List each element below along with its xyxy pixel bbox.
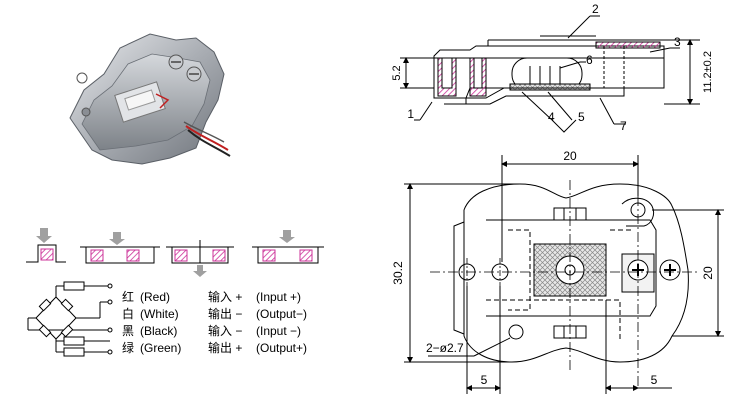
hole-callout: 2−ø2.7: [426, 341, 464, 355]
wire-red-color-cn: 红: [122, 289, 134, 304]
side-view: [400, 15, 700, 133]
wire-green-color-en: (Green): [140, 341, 181, 355]
wire-white-color-en: (White): [140, 307, 179, 321]
dim-width-20: 20: [563, 149, 577, 163]
wire-green-func-cn: 输出 +: [208, 340, 242, 355]
top-view-labels: 20 30.2 20 5 5 2−ø2.7: [391, 149, 715, 387]
sketch-3: [166, 240, 234, 277]
sketch-2: [80, 232, 160, 264]
bridge-circuit: [27, 281, 113, 357]
load-position-sketches: [26, 228, 324, 277]
wire-black-color-cn: 黑: [122, 324, 134, 338]
wire-green-color-cn: 绿: [122, 340, 134, 355]
callout-1: 1: [407, 107, 414, 121]
callout-3: 3: [674, 35, 681, 49]
dim-bottom-5-left: 5: [481, 373, 488, 387]
side-view-labels: 1 2 3 4 5 6 7 5.2 11.2±0.2: [391, 2, 714, 133]
dim-11-2: 11.2±0.2: [702, 51, 714, 93]
product-photo: [69, 33, 231, 165]
dim-5-2: 5.2: [391, 65, 403, 80]
wire-green-func-en: (Output+): [256, 341, 307, 355]
dim-height-30-2: 30.2: [391, 261, 405, 285]
callout-5: 5: [578, 110, 585, 124]
callout-4: 4: [548, 110, 555, 124]
wire-white-func-en: (Output−): [256, 307, 307, 321]
wire-red-color-en: (Red): [140, 290, 170, 304]
wire-black-func-cn: 输入 −: [208, 323, 242, 338]
wire-white-func-cn: 输出 −: [208, 306, 242, 321]
wire-black-color-en: (Black): [140, 324, 177, 338]
dim-bottom-5-right: 5: [651, 373, 658, 387]
wiring-legend: 红 (Red) 输入 + (Input +) 白 (White) 输出 − (O…: [122, 289, 307, 355]
dim-height-20: 20: [701, 266, 715, 280]
wire-black-func-en: (Input −): [256, 324, 301, 338]
callout-6: 6: [586, 53, 593, 67]
wire-white-color-cn: 白: [122, 306, 134, 321]
sketch-1: [26, 228, 66, 263]
top-view: [404, 155, 724, 394]
sketch-4: [252, 230, 324, 264]
callout-2: 2: [592, 2, 599, 16]
wire-red-func-en: (Input +): [256, 290, 301, 304]
callout-7: 7: [620, 119, 627, 133]
wire-red-func-cn: 输入 +: [208, 289, 242, 304]
